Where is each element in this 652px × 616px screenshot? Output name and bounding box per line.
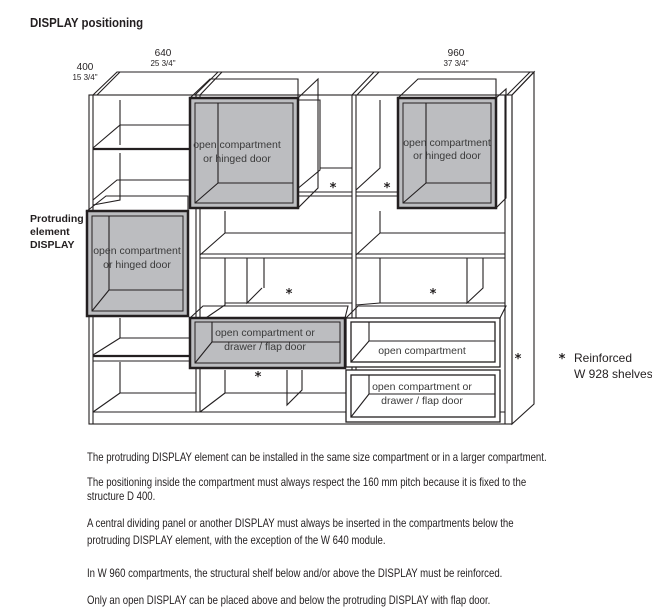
box-label: open compartment or xyxy=(215,327,315,339)
display-box-top-right: open compartment or hinged door xyxy=(396,78,507,210)
dim-960-inch: 37 3/4" xyxy=(443,59,468,68)
dim-960-mm: 960 xyxy=(448,48,465,59)
display-box-top-left: open compartment or hinged door xyxy=(188,77,319,210)
reinforced-star-icon: * xyxy=(330,181,337,196)
paragraph: In W 960 compartments, the structural sh… xyxy=(87,566,503,580)
box-label: open compartment xyxy=(403,137,491,149)
display-box-middle-lower: open compartment or drawer / flap door xyxy=(188,305,349,370)
box-label: drawer / flap door xyxy=(224,341,306,353)
dim-400-inch: 15 3/4" xyxy=(72,73,97,82)
box-label: open compartment xyxy=(193,139,281,151)
dim-640-inch: 25 3/4" xyxy=(150,59,175,68)
reinforced-star-icon: * xyxy=(255,370,262,385)
paragraph: Only an open DISPLAY can be placed above… xyxy=(87,593,491,607)
legend-line-1: Reinforced xyxy=(574,351,632,365)
box-label: drawer / flap door xyxy=(381,395,463,407)
paragraph: structure D 400. xyxy=(87,489,156,503)
paragraph: A central dividing panel or another DISP… xyxy=(87,516,514,530)
side-label: Protruding xyxy=(30,213,84,225)
box-label: open compartment or xyxy=(372,381,472,393)
reinforced-star-icon: * xyxy=(515,352,522,367)
reinforced-star-icon: * xyxy=(286,287,293,302)
dim-640-mm: 640 xyxy=(155,48,172,59)
dim-400-mm: 400 xyxy=(77,62,94,73)
box-label: or hinged door xyxy=(203,153,271,165)
paragraph: The positioning inside the compartment m… xyxy=(87,475,527,489)
box-label: or hinged door xyxy=(413,150,481,162)
side-label: element xyxy=(30,226,70,238)
paragraph: The protruding DISPLAY element can be in… xyxy=(87,450,547,464)
legend-line-2: W 928 shelves xyxy=(574,367,652,381)
box-label: open compartment xyxy=(378,345,466,357)
reinforced-star-icon: * xyxy=(430,287,437,302)
legend-star-icon: * xyxy=(559,352,566,367)
display-box-right-open: open compartment xyxy=(344,305,507,368)
page-title: DISPLAY positioning xyxy=(30,15,144,30)
box-label: or hinged door xyxy=(103,259,171,271)
paragraph: protruding DISPLAY element, with the exc… xyxy=(87,533,386,547)
reinforced-star-icon: * xyxy=(384,181,391,196)
display-box-right-lower: open compartment or drawer / flap door xyxy=(345,369,501,423)
side-label: DISPLAY xyxy=(30,239,75,251)
box-label: open compartment xyxy=(93,245,181,257)
display-box-protruding: open compartment or hinged door xyxy=(85,195,190,318)
